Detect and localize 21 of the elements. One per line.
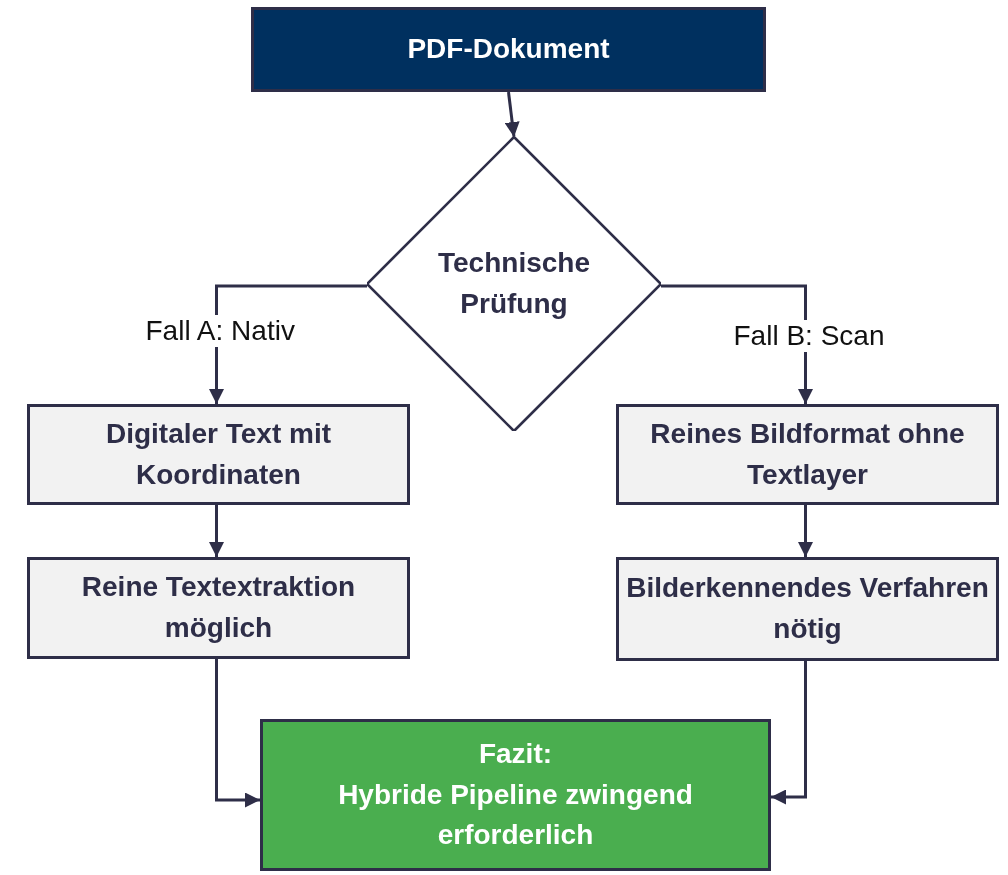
- process-box: [27, 557, 410, 659]
- box-text: Hybride Pipeline zwingend erforderlich: [337, 777, 694, 853]
- box-text: Bilderkennendes Verfahren nötig: [626, 571, 989, 646]
- arrow: [209, 284, 367, 404]
- process-box: [27, 404, 410, 505]
- start-box: [251, 7, 766, 92]
- box-text: Reines Bildformat ohne Textlayer: [649, 416, 966, 492]
- process-box: [616, 557, 999, 661]
- box-text: PDF-Dokument: [407, 32, 610, 67]
- box-heading: Fazit:: [478, 737, 553, 772]
- arrow: [209, 505, 224, 557]
- box-text: Digitaler Text mit Koordinaten: [104, 416, 333, 492]
- arrow: [661, 284, 813, 404]
- arrow: [215, 659, 260, 808]
- process-box: [616, 404, 999, 505]
- box-text: Reine Textextraktion möglich: [80, 570, 357, 645]
- box-text: Technische Prüfung: [437, 246, 591, 321]
- arrow: [798, 505, 813, 557]
- arrow: [771, 661, 807, 805]
- result-box: [260, 719, 771, 871]
- arrow: [504, 91, 520, 138]
